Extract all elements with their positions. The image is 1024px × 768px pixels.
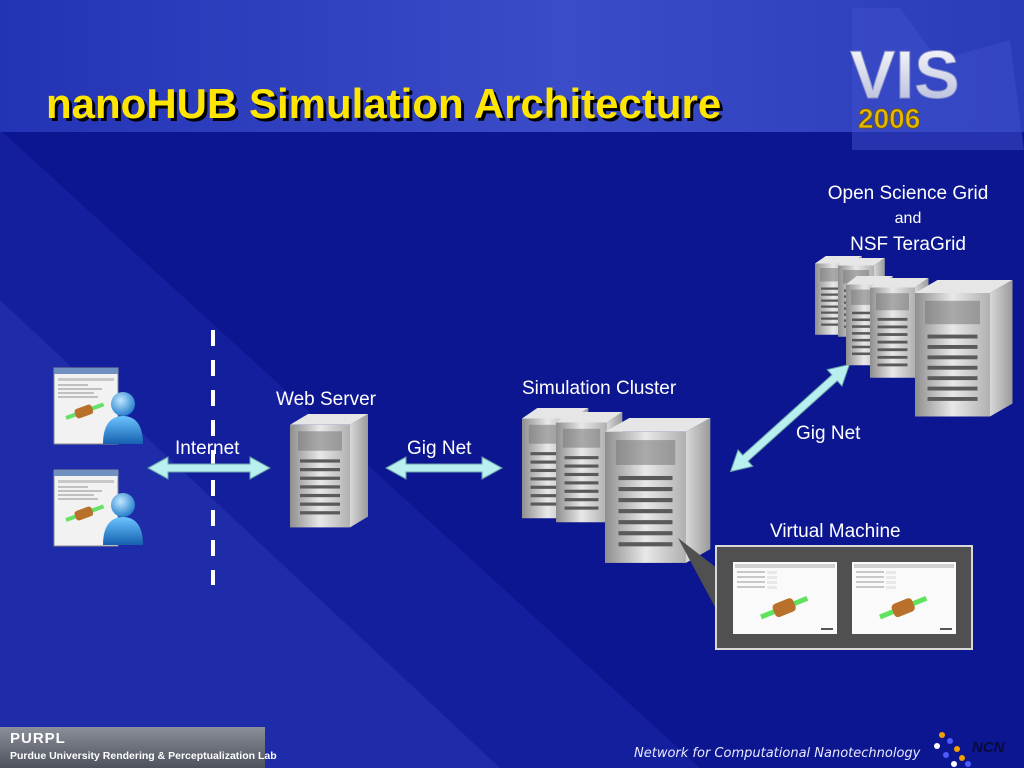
vm-screen-2 <box>852 562 956 634</box>
gig-net-label-left: Gig Net <box>407 438 472 459</box>
osg-label-line1: Open Science Grid <box>827 183 989 204</box>
purpl-logo-bar: PURPL Purdue University Rendering & Perc… <box>0 727 277 768</box>
internet-arrow <box>146 456 272 480</box>
footer-network-name: Network for Computational Nanotechnology <box>634 746 921 761</box>
gig-net-arrow-left <box>384 456 504 480</box>
purpl-short-name: PURPL <box>10 730 66 747</box>
web-server-label: Web Server <box>276 389 376 410</box>
ncn-logo-text: NCN <box>972 739 1005 756</box>
virtual-machine-label: Virtual Machine <box>770 521 901 542</box>
vis-2006-logo: VIS 2006 <box>850 8 1024 150</box>
osg-label-line3: NSF TeraGrid <box>850 234 966 255</box>
vis-logo-text: VIS <box>850 37 960 113</box>
vm-screen-1 <box>733 562 837 634</box>
ncn-logo-mark <box>934 732 971 767</box>
simulation-cluster-label: Simulation Cluster <box>522 378 677 399</box>
internet-label: Internet <box>175 438 240 459</box>
vis-logo-year: 2006 <box>858 103 920 134</box>
gig-net-label-right: Gig Net <box>796 423 861 444</box>
virtual-machine-callout <box>678 538 973 650</box>
web-server-icon <box>290 414 368 528</box>
osg-label-line2: and <box>894 210 922 227</box>
slide-title: nanoHUB Simulation Architecture <box>46 80 722 127</box>
purpl-full-name: Purdue University Rendering & Perceptual… <box>10 750 277 762</box>
